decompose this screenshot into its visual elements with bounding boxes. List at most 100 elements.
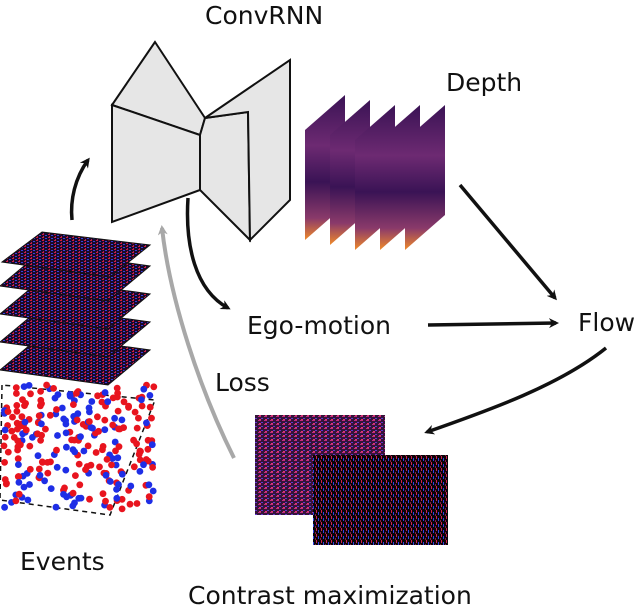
event-dot [133,500,141,507]
events-to-network-arrow [69,157,90,221]
event-dot [103,456,111,463]
event-dot [19,396,26,404]
event-dot [13,402,21,409]
event-dot [77,494,85,502]
depth-label: Depth [446,68,523,97]
event-volume-icon [0,231,158,516]
event-dot [2,480,10,488]
event-dot [111,414,118,422]
event-dot [125,403,132,411]
event-dot [114,407,122,415]
event-dot [115,481,122,488]
event-dot [35,412,43,420]
event-dot [39,459,46,466]
loss-arrow [157,225,236,459]
event-dot [80,447,88,455]
event-dot [95,427,102,435]
event-dot [8,427,16,435]
event-dot [1,503,8,511]
event-dot [120,424,127,431]
event-dot [96,463,103,471]
event-dot [86,495,93,503]
event-dot [72,472,79,479]
event-dot [66,391,74,398]
event-dot [20,483,28,491]
event-dot [143,419,150,427]
depth-to-flow-arrow [458,183,557,301]
loss-label: Loss [215,368,270,397]
event-dot [42,425,49,433]
event-dot [85,404,93,412]
event-dot [118,416,126,424]
event-dot [15,461,22,468]
ego-motion-label: Ego-motion [247,311,391,340]
event-dot [130,463,138,471]
event-dot [127,482,135,490]
egomotion-to-flow-arrow [427,318,559,329]
event-dot [148,414,155,422]
event-dot [146,403,154,411]
event-dot [84,442,92,450]
event-dot [94,392,101,400]
event-dot [113,494,121,502]
event-dot [22,426,30,434]
event-dot [135,450,143,458]
event-dot [99,490,107,498]
event-dot [37,388,44,395]
event-dot [109,421,117,429]
event-dot [73,389,80,397]
event-dot [138,402,146,410]
event-dot [146,392,154,399]
event-dot [140,461,147,469]
event-dot [27,390,34,398]
event-dot [43,381,50,389]
event-dot [26,481,33,488]
event-dot [87,424,95,431]
event-dot [62,466,70,474]
event-dot [44,469,52,477]
event-dot [51,394,59,402]
event-dot [101,416,109,424]
event-dot [61,484,68,492]
event-dot [13,390,20,397]
event-dot [136,468,144,475]
event-dot [53,446,60,454]
event-dot [46,411,54,419]
event-dot [149,464,157,471]
flow-label: Flow [578,308,636,337]
event-dot [37,437,44,444]
event-dot [47,485,55,492]
event-dot [14,455,22,463]
event-dot [54,432,61,439]
event-dot [88,398,96,405]
event-dot [73,416,81,424]
event-dot [60,490,67,498]
event-dot [115,425,122,433]
event-dot [101,426,109,434]
event-dot [15,479,23,486]
event-dot [1,433,9,441]
event-dot [34,452,42,460]
event-dot [71,436,78,444]
event-dot [58,404,66,412]
event-dot [15,490,23,498]
event-dot [87,461,95,469]
network-to-egomotion-arrow [185,197,231,310]
events-label: Events [20,547,105,576]
event-dot [4,408,12,415]
event-dot [144,445,152,453]
event-dot [20,383,28,390]
event-dot [86,418,93,425]
event-dot [35,465,43,473]
warped-event-image-icon [255,415,448,545]
event-dot [92,449,100,456]
event-dot [60,415,68,423]
event-dot [13,407,21,415]
event-dot [135,414,142,422]
event-dot [34,430,41,438]
event-dot [131,408,139,416]
event-dot [38,400,45,407]
event-dot [36,471,44,479]
event-dot [142,456,150,463]
event-dot [145,481,153,489]
